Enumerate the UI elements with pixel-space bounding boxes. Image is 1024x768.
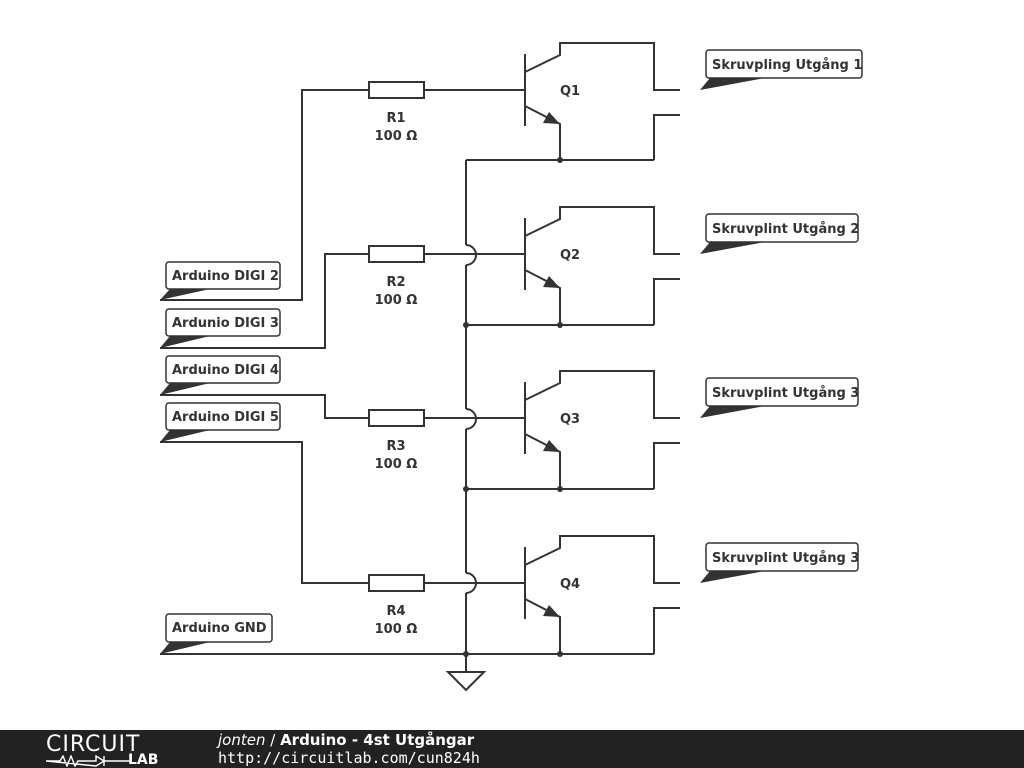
- net-label-digi3: Ardunio DIGI 3: [160, 308, 281, 348]
- input-wires: [160, 89, 369, 584]
- circuit-url[interactable]: http://circuitlab.com/cun824h: [218, 749, 480, 767]
- resistor-r4-value: 100 Ω: [375, 622, 418, 637]
- resistor-r1-name: R1: [386, 111, 405, 126]
- resistor-r3: [368, 409, 425, 427]
- circuit-schematic: R1 100 Ω R2 100 Ω R3 100 Ω R4 100 Ω Q1 Q…: [160, 42, 863, 692]
- net-label-output-1: Skruvpling Utgång 1: [700, 49, 863, 90]
- resistor-diode-logo-icon: [46, 755, 130, 767]
- svg-text:Skruvplint Utgång 3: Skruvplint Utgång 3: [712, 551, 859, 566]
- svg-text:Arduino DIGI 5: Arduino DIGI 5: [172, 410, 279, 425]
- net-label-gnd: Arduino GND: [160, 613, 273, 654]
- title-separator: /: [265, 731, 281, 749]
- resistor-r4-name: R4: [386, 604, 405, 619]
- transistor-q2-label: Q2: [560, 248, 580, 263]
- resistor-r2-name: R2: [386, 275, 405, 290]
- base-wires: [424, 89, 525, 584]
- transistor-q3-label: Q3: [560, 412, 580, 427]
- circuitlab-logo-top: CIRCUIT: [46, 732, 141, 757]
- ground-symbol: [445, 671, 487, 692]
- net-label-output-3: Skruvplint Utgång 3: [700, 377, 859, 418]
- transistor-q2: [524, 206, 680, 325]
- circuit-title: Arduino - 4st Utgångar: [280, 731, 475, 749]
- resistor-r3-value: 100 Ω: [375, 457, 418, 472]
- ground-bus: [465, 160, 477, 672]
- net-label-digi2: Arduino DIGI 2: [160, 261, 281, 300]
- svg-text:Skruvplint Utgång 3: Skruvplint Utgång 3: [712, 386, 859, 401]
- junction-dots: [463, 157, 563, 657]
- resistor-r2: [368, 245, 425, 263]
- transistor-q4-label: Q4: [560, 577, 580, 592]
- resistor-r2-value: 100 Ω: [375, 293, 418, 308]
- resistor-r1: [368, 81, 425, 99]
- circuit-title-line: jonten / Arduino - 4st Utgångar: [218, 731, 474, 749]
- net-label-digi4: Arduino DIGI 4: [160, 355, 281, 395]
- transistor-q1: [524, 42, 680, 160]
- svg-text:Skruvpling Utgång 1: Skruvpling Utgång 1: [712, 58, 862, 73]
- resistor-r4: [368, 574, 425, 592]
- svg-text:Arduino DIGI 4: Arduino DIGI 4: [172, 363, 279, 378]
- svg-text:Arduino GND: Arduino GND: [172, 621, 267, 636]
- circuitlab-logo-bottom: LAB: [128, 752, 159, 768]
- net-label-output-2: Skruvplint Utgång 2: [700, 213, 859, 254]
- svg-text:Arduino DIGI 2: Arduino DIGI 2: [172, 269, 279, 284]
- net-label-digi5: Arduino DIGI 5: [160, 402, 281, 442]
- transistor-q4: [524, 535, 680, 654]
- footer-bar: CIRCUIT LAB jonten / Arduino - 4st Utgån…: [0, 730, 1024, 768]
- net-label-output-4: Skruvplint Utgång 3: [700, 542, 859, 583]
- svg-text:Ardunio DIGI 3: Ardunio DIGI 3: [172, 316, 279, 331]
- resistor-r3-name: R3: [386, 439, 405, 454]
- transistor-q3: [524, 370, 680, 489]
- svg-text:Skruvplint Utgång 2: Skruvplint Utgång 2: [712, 222, 859, 237]
- transistor-q1-label: Q1: [560, 84, 580, 99]
- resistor-r1-value: 100 Ω: [375, 129, 418, 144]
- author-link[interactable]: jonten: [218, 731, 266, 749]
